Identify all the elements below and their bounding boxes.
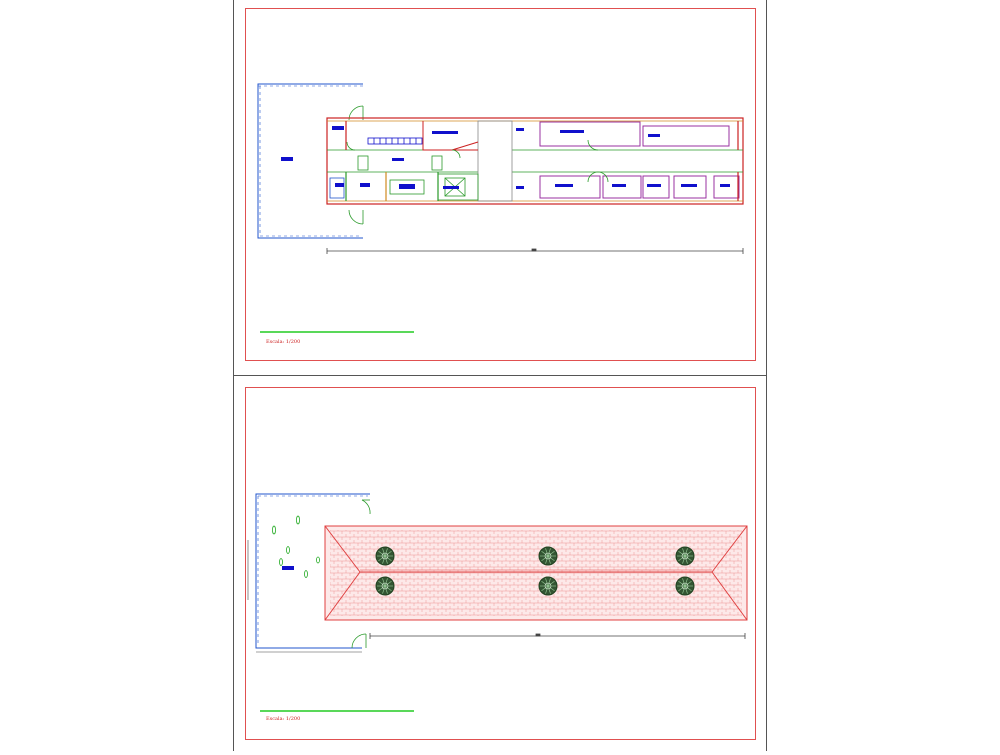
room-label	[392, 158, 404, 161]
room-label	[560, 130, 584, 133]
skylight-icon	[538, 546, 558, 566]
sheet-border	[245, 387, 756, 740]
room-label	[360, 183, 370, 187]
room-label	[432, 131, 458, 134]
skylight-icon	[675, 546, 695, 566]
skylight-icon	[375, 576, 395, 596]
room-label	[443, 186, 459, 189]
skylight-icon	[538, 576, 558, 596]
patio-area	[247, 493, 371, 653]
patio-area	[257, 83, 364, 239]
page-frame	[233, 0, 767, 751]
room-label	[720, 184, 730, 187]
room-label	[332, 126, 344, 130]
patio-label	[282, 566, 294, 570]
room-label	[399, 184, 415, 189]
skylight-icon	[375, 546, 395, 566]
dimension-line	[369, 633, 746, 639]
room-label	[647, 184, 661, 187]
room-label	[555, 184, 573, 187]
room-label	[335, 183, 344, 187]
dimension-line	[326, 248, 744, 254]
room-label	[612, 184, 626, 187]
room-label	[681, 184, 697, 187]
scale-label: Escala: 1/200	[266, 716, 300, 722]
skylight-icon	[675, 576, 695, 596]
room-label	[516, 186, 524, 189]
sheet-border	[245, 8, 756, 361]
scale-label: Escala: 1/200	[266, 339, 300, 345]
roof-outline	[324, 525, 748, 621]
room-label	[648, 134, 660, 137]
sheet-roof-plan: Escala: 1/200	[245, 387, 756, 740]
skylights	[375, 546, 695, 596]
plant-symbols	[272, 515, 320, 578]
patio-label	[281, 157, 293, 161]
sheet-floor-plan: Escala: 1/200	[245, 8, 756, 361]
building-walls	[326, 117, 744, 205]
room-label	[516, 128, 524, 131]
room-labels	[332, 126, 730, 189]
roof-tile-pattern	[330, 530, 742, 616]
